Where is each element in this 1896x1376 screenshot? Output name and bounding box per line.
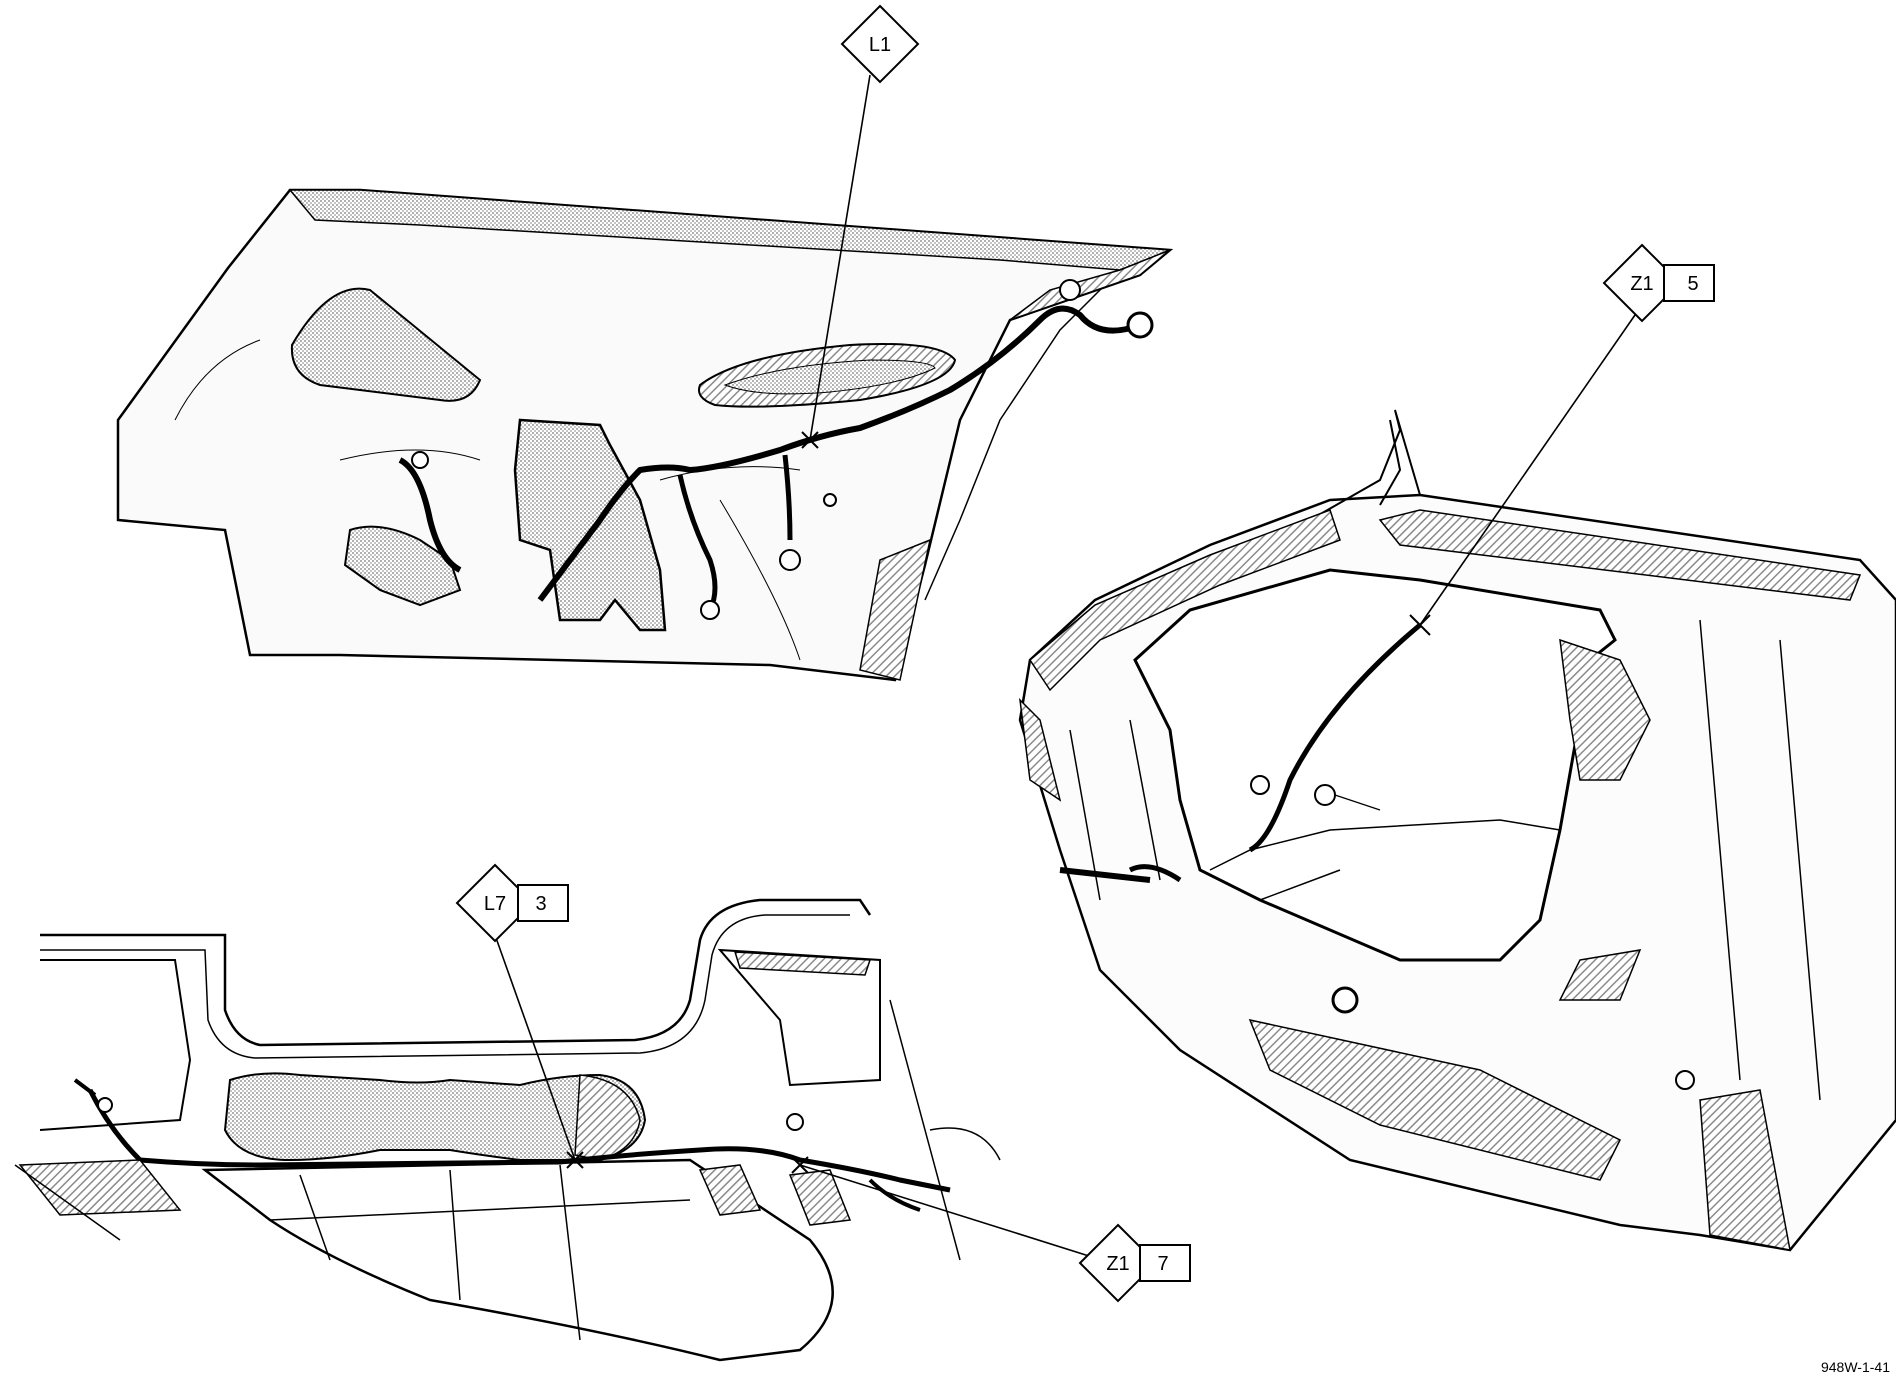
- trunk-bolt-1: [1250, 775, 1270, 795]
- leader-l7-3: [494, 934, 576, 1161]
- decklid-right-edge: [924, 269, 1121, 601]
- decklid-left-hinge: [343, 525, 462, 607]
- callout-z1-5: Z1 5: [1602, 243, 1715, 323]
- tub-dividers: [269, 1164, 691, 1341]
- trunk-left-shaded-panel: [1029, 509, 1341, 692]
- trunk-tub: [201, 1158, 834, 1362]
- rim-harness-tail: [73, 1078, 921, 1212]
- trunk-bumper-shading: [1248, 1018, 1622, 1181]
- decklid-inner-contour: [174, 339, 801, 661]
- decklid-left-recess: [290, 287, 482, 402]
- decklid-connector-1: [411, 451, 429, 469]
- callout-l7-3: L7 3: [455, 863, 569, 943]
- trunk-wiring-harness: [1128, 623, 1422, 883]
- right-floor-components: [698, 1164, 852, 1226]
- decklid-connector-5: [779, 549, 801, 571]
- callout-l7-3-number: 3: [535, 893, 546, 915]
- callout-l1: L1: [840, 4, 920, 84]
- decklid-top-strip: [288, 189, 1171, 271]
- trunk-side-lines: [1069, 619, 1821, 1101]
- trunk-inner-floor: [1209, 819, 1561, 901]
- callout-z1-7-code: Z1: [1106, 1253, 1129, 1275]
- callout-z1-7: Z1 7: [1078, 1223, 1191, 1303]
- callout-z1-5-number: 5: [1687, 273, 1698, 295]
- leader-z1-5: [1419, 314, 1636, 626]
- shelf-outline: [40, 898, 872, 1047]
- marker-l7-3: [566, 1151, 584, 1169]
- trunk-far-right-shaded: [1699, 1089, 1791, 1251]
- decklid-oval-inner: [723, 359, 936, 395]
- callout-l1-code: L1: [869, 34, 891, 56]
- trunk-grommet: [1331, 986, 1359, 1014]
- trunk-bolt-leader: [1334, 794, 1381, 811]
- decklid-panel-view: [116, 188, 1174, 682]
- leader-z1-7: [799, 1164, 1109, 1263]
- leader-l1: [809, 74, 871, 441]
- figure-id: 948W-1-41: [1821, 1359, 1890, 1375]
- harness-tray: [223, 1072, 647, 1162]
- right-block-shading: [733, 951, 872, 976]
- decklid-connector-2: [1059, 279, 1081, 301]
- left-floor-tab: [18, 1159, 182, 1216]
- callout-z1-5-code: Z1: [1630, 273, 1653, 295]
- marker-l1: [801, 431, 819, 449]
- floor-clip-1: [786, 1113, 804, 1131]
- decklid-wiring-harness: [398, 305, 1142, 602]
- trunk-rear-view: [1018, 409, 1896, 1252]
- trunk-bolt-2: [1314, 784, 1336, 806]
- leader-lines: [494, 74, 1636, 1263]
- decklid-latch-bracket: [513, 418, 667, 632]
- marker-z1-7: [791, 1156, 809, 1174]
- shelf-inner-line: [40, 914, 850, 1059]
- decklid-wiring-branch-1: [677, 474, 718, 612]
- left-floor-line: [14, 1164, 121, 1241]
- callout-l7-3-code: L7: [484, 893, 506, 915]
- decklid-connector-6: [823, 493, 837, 507]
- trunk-floor-view: [14, 898, 1001, 1362]
- decklid-connector-4: [700, 600, 720, 620]
- trunk-right-wheelwell: [1559, 638, 1651, 781]
- left-storage-block: [39, 959, 192, 1131]
- trunk-lower-left-shaded: [1018, 697, 1062, 802]
- decklid-lower-right-shading: [859, 538, 932, 681]
- trunk-lid-edge: [1379, 419, 1402, 506]
- trunk-top-right-shaded: [1378, 509, 1862, 601]
- decklid-wiring-branch-2: [782, 454, 793, 541]
- right-side-edge: [889, 999, 1001, 1261]
- trunk-opening: [1133, 568, 1617, 962]
- trunk-bolt-3: [1675, 1070, 1695, 1090]
- decklid-connector-3: [1126, 311, 1154, 339]
- marker-z1-5: [1409, 614, 1431, 636]
- trunk-lower-right-shaded: [1558, 949, 1642, 1001]
- floor-clip-2: [97, 1097, 113, 1113]
- callout-z1-7-number: 7: [1157, 1253, 1168, 1275]
- trunk-exit-cable: [1059, 867, 1151, 883]
